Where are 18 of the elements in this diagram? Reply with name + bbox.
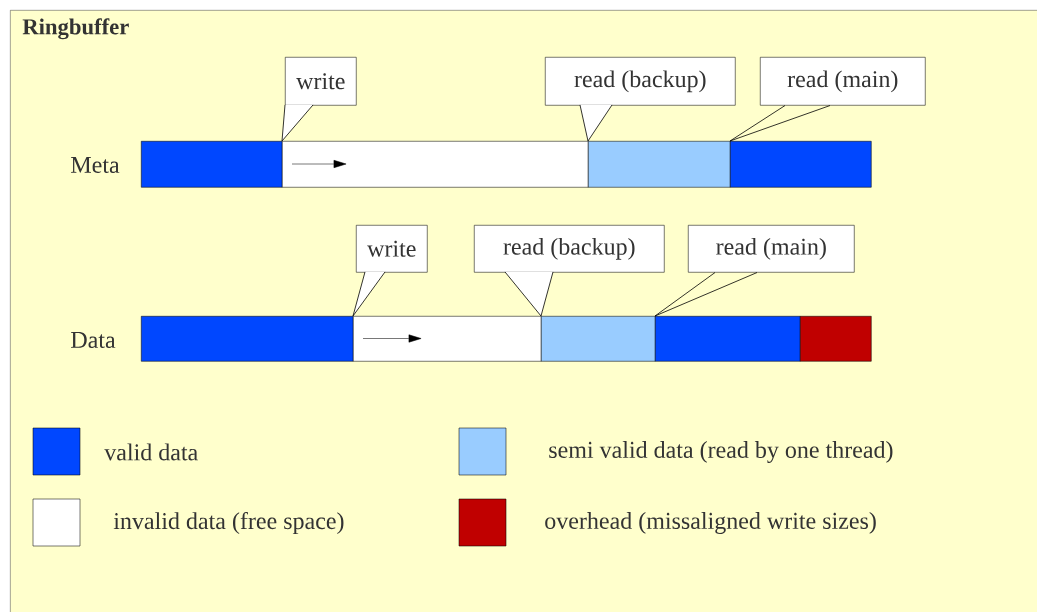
legend-label: semi valid data (read by one thread) bbox=[549, 441, 893, 463]
legend-label: valid data bbox=[104, 443, 198, 461]
row-label: Data bbox=[71, 332, 116, 348]
buffer-segment bbox=[541, 316, 656, 362]
callout-pointer bbox=[579, 104, 613, 142]
buffer-segment bbox=[141, 316, 354, 362]
callout-pointer bbox=[504, 271, 554, 317]
legend-label: overhead (missaligned write sizes) bbox=[545, 512, 876, 534]
callout-box: read (main) bbox=[760, 57, 926, 106]
buffer-segment bbox=[655, 316, 801, 362]
buffer-segment bbox=[141, 141, 283, 188]
legend-label: invalid data (free space) bbox=[113, 512, 344, 534]
callout-pointer bbox=[352, 271, 386, 317]
buffer-segment bbox=[730, 141, 872, 188]
buffer-segment bbox=[588, 141, 731, 188]
callout-pointer bbox=[281, 104, 314, 142]
callout-box: read (main) bbox=[688, 225, 855, 273]
buffer-segment bbox=[800, 316, 872, 362]
